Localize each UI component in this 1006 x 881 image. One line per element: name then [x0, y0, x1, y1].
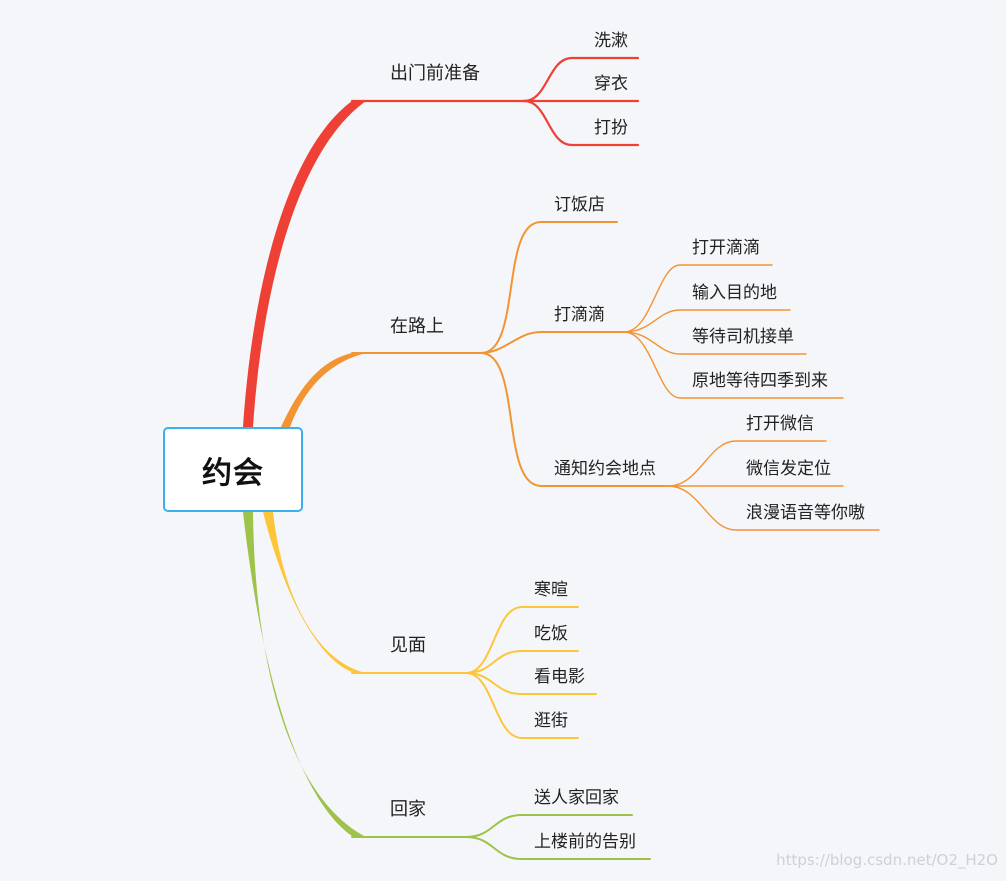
- topic-loushang[interactable]: 上楼前的告别: [534, 832, 636, 852]
- trunk-branch-1: [243, 101, 366, 427]
- topic-dakaididi[interactable]: 打开滴滴: [692, 238, 760, 258]
- topic-hanxuan[interactable]: 寒暄: [534, 580, 568, 600]
- topic-zailushang[interactable]: 在路上: [390, 316, 444, 337]
- watermark-text: https://blog.csdn.net/O2_H2O: [776, 851, 998, 869]
- topic-weixinfadingwei[interactable]: 微信发定位: [746, 459, 831, 479]
- edges-branch-3: [351, 606, 597, 739]
- topic-xishu[interactable]: 洗漱: [594, 31, 628, 51]
- edges-branch-2: [351, 221, 669, 487]
- topic-huijia[interactable]: 回家: [390, 799, 426, 820]
- topic-guangjie[interactable]: 逛街: [534, 711, 568, 731]
- topic-chuanyi[interactable]: 穿衣: [594, 74, 628, 94]
- trunk-branch-4: [243, 512, 366, 837]
- edges-branch-1: [350, 56, 640, 147]
- root-node[interactable]: 约会: [163, 427, 303, 512]
- topic-dadidi[interactable]: 打滴滴: [554, 305, 605, 325]
- topic-chifan[interactable]: 吃饭: [534, 624, 568, 644]
- topic-yuandi[interactable]: 原地等待四季到来: [692, 371, 828, 391]
- topic-kandianying[interactable]: 看电影: [534, 667, 585, 687]
- topic-dakaiweixin[interactable]: 打开微信: [746, 414, 814, 434]
- topic-tongzhi[interactable]: 通知约会地点: [554, 459, 656, 479]
- trunk-branch-2: [281, 353, 366, 427]
- topic-songrenjia[interactable]: 送人家回家: [534, 788, 619, 808]
- topic-daban[interactable]: 打扮: [594, 118, 628, 138]
- topic-langmanyuyin[interactable]: 浪漫语音等你嗷: [746, 503, 865, 523]
- topic-dengdaisiji[interactable]: 等待司机接单: [692, 327, 794, 347]
- topic-chumen[interactable]: 出门前准备: [390, 63, 480, 84]
- topic-shurumudidi[interactable]: 输入目的地: [692, 283, 777, 303]
- trunk-branch-3: [263, 512, 366, 673]
- topic-jianmian[interactable]: 见面: [390, 635, 426, 656]
- topic-dingfandian[interactable]: 订饭店: [554, 195, 605, 215]
- root-node-label: 约会: [202, 455, 264, 491]
- edges-branch-4: [351, 814, 651, 860]
- edges-branch-2-sub: [623, 264, 880, 531]
